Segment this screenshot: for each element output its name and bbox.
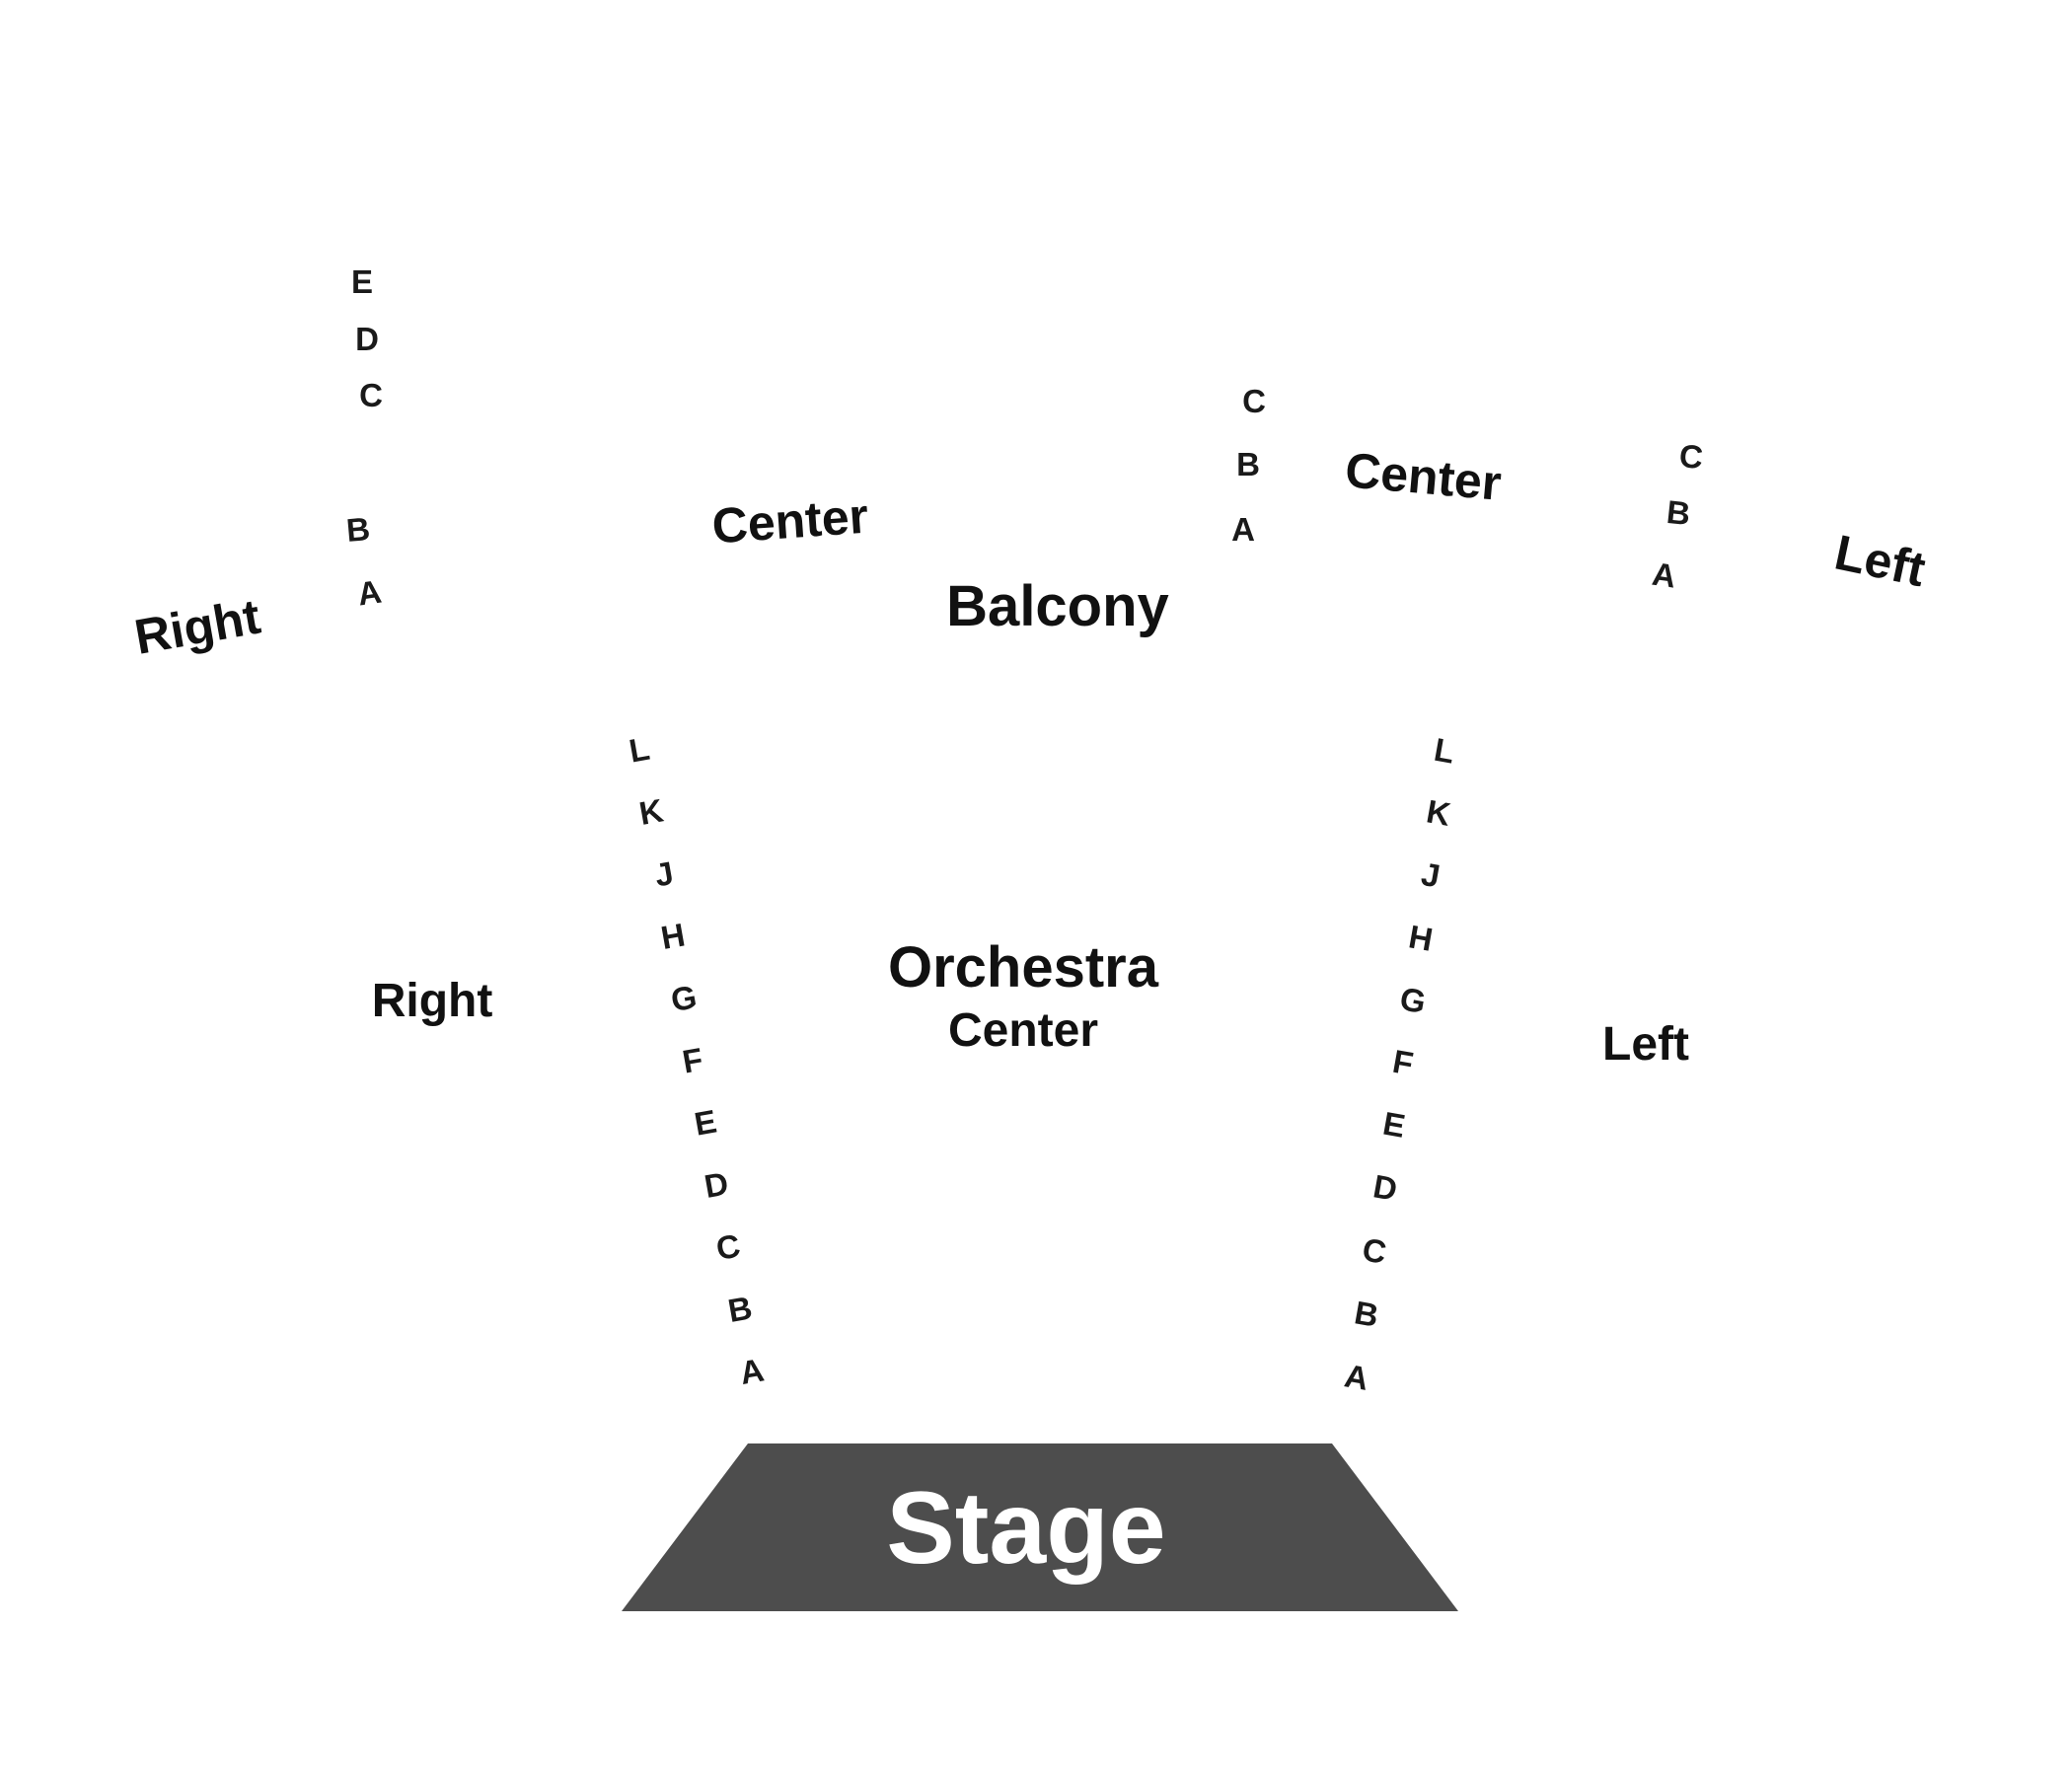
balcony-left-row-c[interactable]: C: [1678, 437, 1705, 476]
orchestra-right-row-e[interactable]: E: [1380, 1105, 1408, 1145]
balcony-center-row-b[interactable]: B: [1236, 446, 1260, 482]
balcony-left-row-a[interactable]: A: [1650, 555, 1678, 595]
balcony-center-row-a[interactable]: A: [1231, 511, 1255, 548]
orchestra-center-label[interactable]: Center: [948, 1004, 1098, 1057]
orchestra-left-row-f[interactable]: F: [680, 1041, 705, 1080]
orchestra-right-label[interactable]: Right: [372, 975, 493, 1027]
balcony-center-label-left[interactable]: Center: [710, 488, 870, 555]
orchestra-right-row-h[interactable]: H: [1406, 918, 1436, 958]
orchestra-right-row-c[interactable]: C: [1360, 1230, 1389, 1271]
balcony-center-rows: C B A: [1231, 383, 1266, 548]
balcony-right-row-b[interactable]: B: [345, 510, 372, 549]
stage: Stage: [622, 1443, 1458, 1611]
orchestra-left-row-g[interactable]: G: [668, 978, 700, 1018]
balcony-center-label-right[interactable]: Center: [1343, 442, 1504, 511]
orchestra-left-label[interactable]: Left: [1602, 1018, 1689, 1071]
orchestra-left-row-h[interactable]: H: [658, 916, 688, 956]
balcony-left-label[interactable]: Left: [1830, 524, 1931, 597]
orchestra-left-row-c[interactable]: C: [713, 1226, 743, 1267]
orchestra-left-row-j[interactable]: J: [652, 854, 677, 894]
orchestra-right-row-j[interactable]: J: [1419, 855, 1443, 895]
orchestra-left-row-a[interactable]: A: [737, 1351, 767, 1391]
stage-shape: [622, 1443, 1458, 1611]
balcony-right-row-e[interactable]: E: [351, 263, 373, 300]
orchestra-right-row-b[interactable]: B: [1352, 1294, 1381, 1334]
orchestra-left-aisle-rows: L K J H G F E D C B A: [627, 730, 767, 1391]
balcony-right-label[interactable]: Right: [130, 589, 264, 665]
orchestra-right-row-k[interactable]: K: [1424, 792, 1453, 833]
balcony-left-rows: C B A: [1650, 437, 1704, 595]
orchestra-right-aisle-rows: L K J H G F E D C B A: [1342, 731, 1457, 1397]
balcony-right-row-c[interactable]: C: [359, 377, 383, 413]
orchestra-left-row-e[interactable]: E: [692, 1103, 719, 1143]
orchestra-right-row-l[interactable]: L: [1432, 731, 1457, 771]
balcony-right-row-a[interactable]: A: [355, 573, 384, 613]
orchestra-right-row-a[interactable]: A: [1342, 1357, 1371, 1397]
orchestra-right-row-d[interactable]: D: [1370, 1167, 1400, 1208]
orchestra-left-row-l[interactable]: L: [627, 730, 652, 770]
orchestra-left-row-b[interactable]: B: [725, 1289, 755, 1329]
balcony-title: Balcony: [946, 574, 1169, 638]
orchestra-left-row-d[interactable]: D: [702, 1164, 731, 1205]
balcony-right-row-d[interactable]: D: [355, 321, 379, 357]
stage-label: Stage: [886, 1471, 1165, 1586]
balcony-right-rows: E D C B A: [345, 263, 384, 613]
balcony-center-row-c[interactable]: C: [1242, 383, 1266, 419]
orchestra-title: Orchestra: [888, 935, 1159, 999]
orchestra-right-row-f[interactable]: F: [1390, 1043, 1416, 1082]
orchestra-left-row-k[interactable]: K: [636, 791, 666, 832]
balcony-left-row-b[interactable]: B: [1665, 493, 1692, 532]
orchestra-right-row-g[interactable]: G: [1397, 980, 1429, 1020]
